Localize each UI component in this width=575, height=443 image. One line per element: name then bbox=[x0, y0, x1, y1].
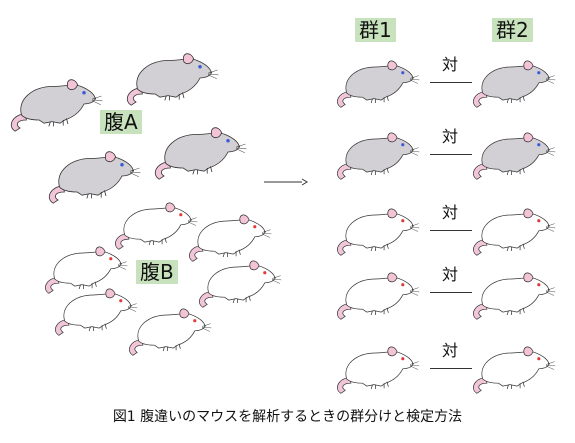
vs-line bbox=[430, 154, 472, 155]
group2-header: 群2 bbox=[492, 18, 533, 42]
litter-b-mouse bbox=[199, 260, 282, 308]
vs-label: 対 bbox=[441, 203, 458, 222]
group1-mouse bbox=[336, 132, 420, 180]
litter-b-mouse bbox=[45, 246, 128, 294]
vs-line bbox=[430, 368, 472, 369]
group2-mouse bbox=[472, 346, 556, 394]
group1-mouse bbox=[336, 346, 420, 394]
vs-label: 対 bbox=[441, 265, 458, 284]
vs-label: 対 bbox=[441, 55, 458, 74]
group2-mouse bbox=[472, 60, 556, 108]
group1-header: 群1 bbox=[355, 18, 396, 42]
litter-b-mouse bbox=[189, 214, 272, 262]
group2-mouse bbox=[472, 208, 556, 256]
figure-caption: 図1 腹違いのマウスを解析するときの群分けと検定方法 bbox=[112, 409, 463, 425]
litter-a-mouse bbox=[126, 53, 219, 106]
group1-mouse bbox=[336, 272, 420, 320]
litter-b-mouse bbox=[115, 202, 198, 250]
group1-mouse bbox=[336, 60, 420, 108]
vs-label: 対 bbox=[441, 127, 458, 146]
arrow-right-icon bbox=[264, 178, 308, 186]
litter-b-mouse bbox=[129, 308, 212, 356]
litter-a-mouse bbox=[48, 151, 141, 204]
litter-a-mouse bbox=[10, 79, 103, 132]
vs-line bbox=[430, 230, 472, 231]
litter-b-label: 腹B bbox=[136, 260, 178, 284]
vs-line bbox=[430, 292, 472, 293]
vs-label: 対 bbox=[441, 341, 458, 360]
group2-mouse bbox=[472, 132, 556, 180]
vs-line bbox=[430, 82, 472, 83]
litter-b-mouse bbox=[55, 288, 138, 336]
litter-a-label: 腹A bbox=[100, 110, 142, 134]
litter-a-mouse bbox=[154, 127, 247, 180]
group2-mouse bbox=[472, 272, 556, 320]
group1-mouse bbox=[336, 208, 420, 256]
